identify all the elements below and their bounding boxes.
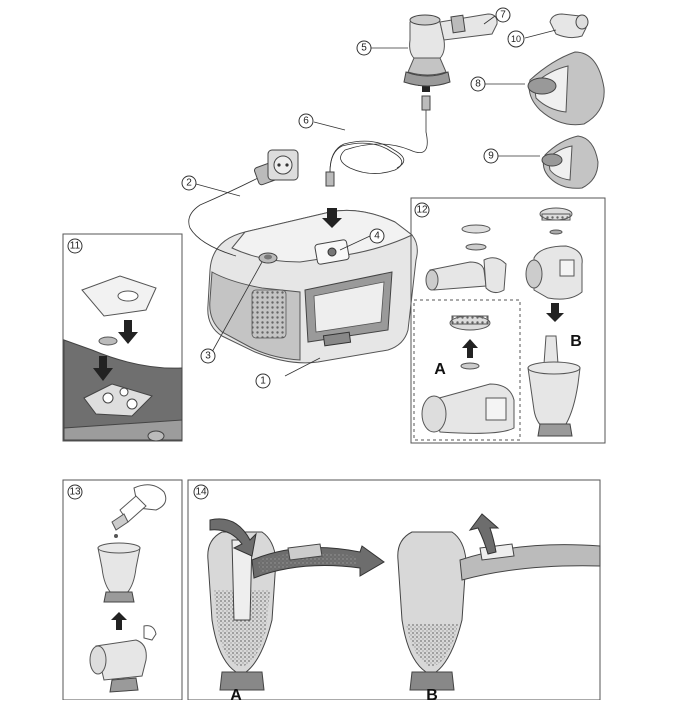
child-mask-icon: [541, 135, 599, 189]
medicine-dropper-icon: [111, 484, 167, 538]
svg-text:5: 5: [361, 43, 367, 54]
panel-14-letter-b: B: [426, 687, 438, 700]
callout-10: 10: [507, 30, 525, 48]
svg-text:8: 8: [475, 79, 481, 90]
nebulizer-cup-icon: [403, 14, 451, 87]
panel-13-label: 13: [69, 487, 81, 498]
mouthpiece-icon: [439, 13, 498, 41]
nose-piece-icon: [549, 13, 589, 39]
callout-8: 8: [470, 76, 486, 92]
panel-14-letter-a: A: [230, 687, 242, 700]
callout-2: 2: [181, 175, 197, 191]
power-plug-icon: [188, 149, 299, 257]
callout-1: 1: [255, 373, 271, 389]
panel-11-filter: 11: [62, 233, 183, 442]
insert-arrow-icon: [322, 208, 342, 228]
air-tube-icon: [325, 95, 431, 187]
svg-text:1: 1: [260, 376, 266, 387]
callout-4: 4: [369, 228, 385, 244]
svg-text:10: 10: [511, 34, 521, 44]
svg-text:2: 2: [186, 178, 192, 189]
svg-text:6: 6: [303, 116, 309, 127]
callout-7: 7: [495, 7, 511, 23]
panel-12-letter-a: A: [434, 361, 446, 378]
callout-9: 9: [483, 148, 499, 164]
panel-12-letter-b: B: [570, 333, 582, 350]
panel-14-label: 14: [195, 487, 207, 498]
panel-13-filling: 13: [62, 479, 183, 701]
panel-11-label: 11: [70, 241, 81, 252]
compressor-unit-icon: [207, 209, 418, 364]
panel-12-label: 12: [416, 205, 428, 216]
svg-text:3: 3: [205, 351, 211, 362]
panel-12-assembly: 12 A B: [410, 197, 606, 444]
callout-3: 3: [200, 348, 216, 364]
panel-14-airflow: 14 A B: [187, 479, 601, 704]
svg-text:7: 7: [500, 10, 506, 21]
svg-text:9: 9: [488, 151, 494, 162]
callout-6: 6: [298, 113, 314, 129]
air-filter-icon: [81, 275, 157, 317]
adult-mask-icon: [527, 51, 605, 126]
svg-text:4: 4: [374, 231, 380, 242]
callout-5: 5: [356, 40, 372, 56]
